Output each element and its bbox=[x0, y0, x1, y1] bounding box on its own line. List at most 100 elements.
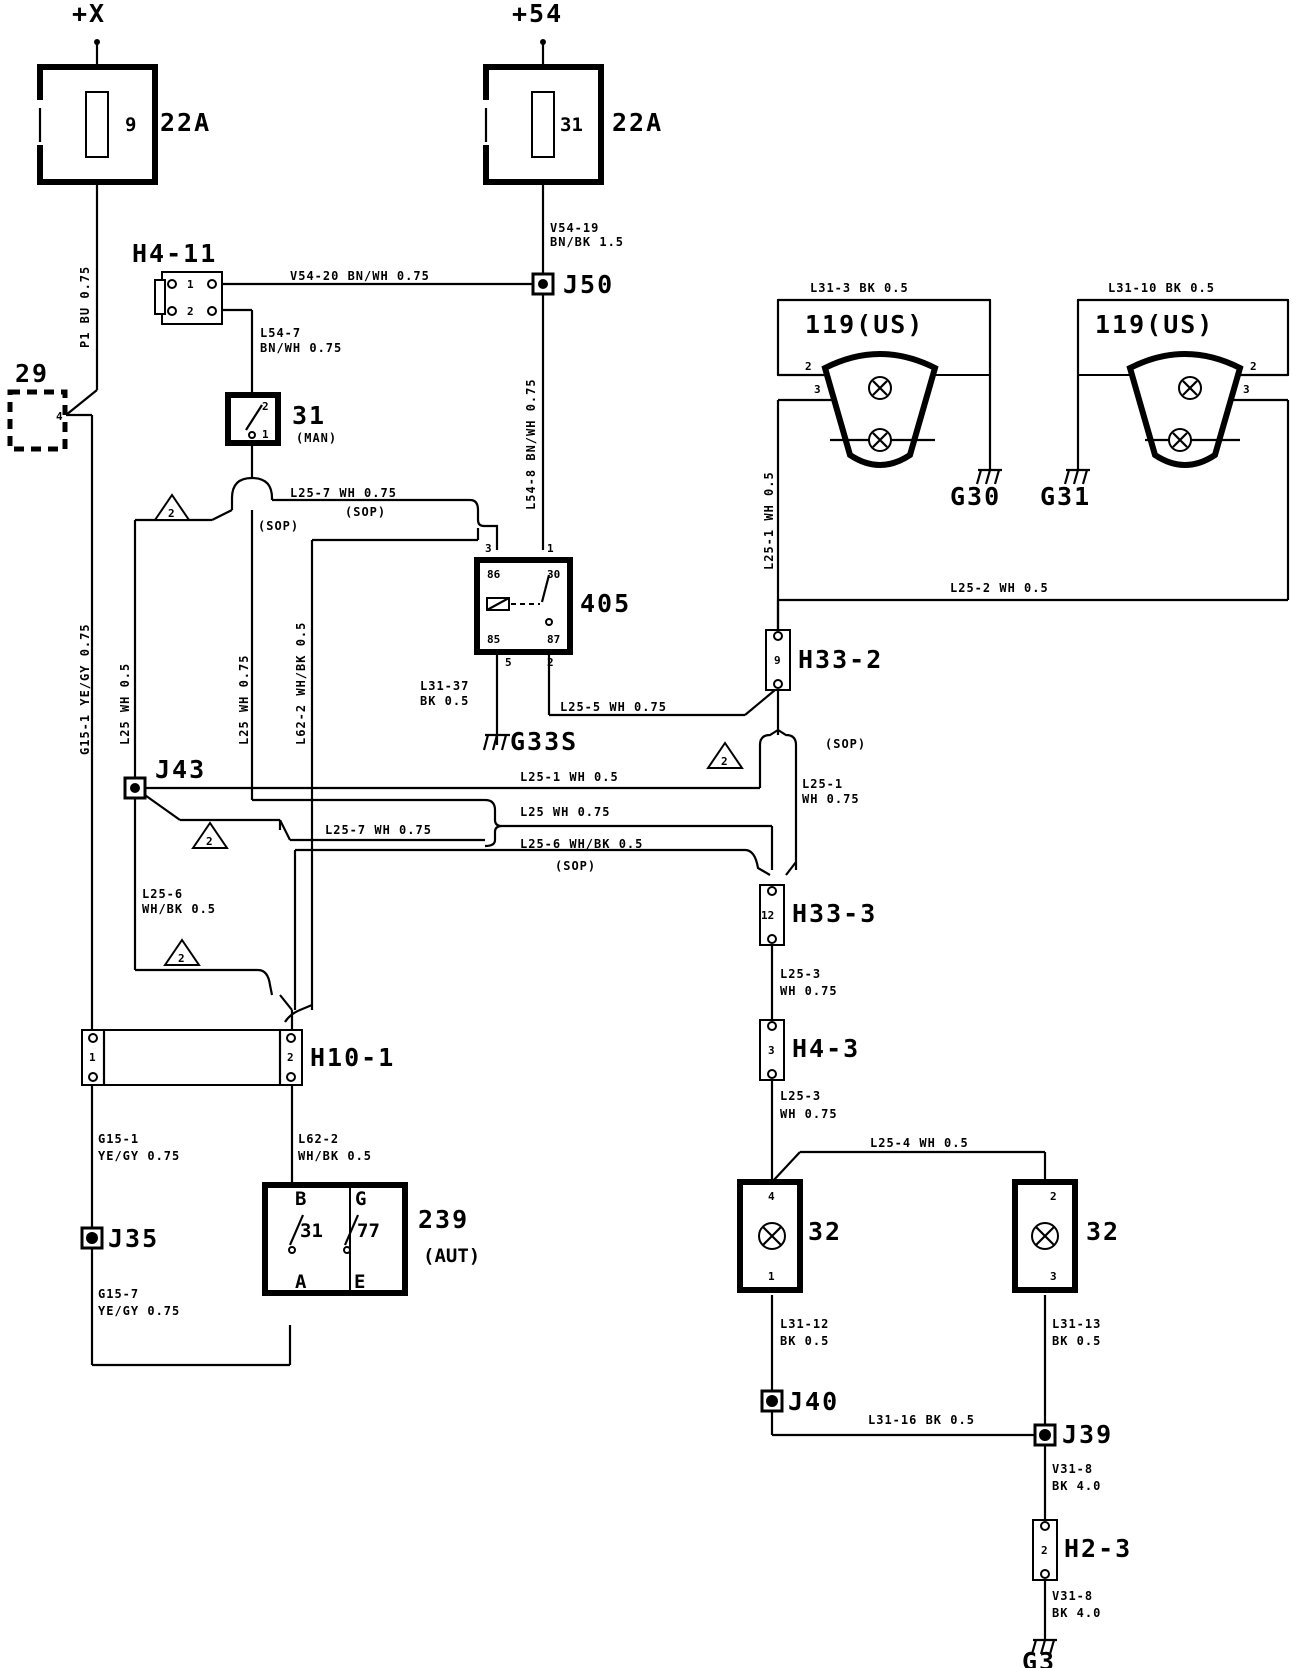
svg-text:L25-3: L25-3 bbox=[780, 1089, 821, 1103]
svg-text:32: 32 bbox=[1086, 1217, 1120, 1246]
svg-text:12: 12 bbox=[761, 909, 774, 922]
svg-text:BK 4.0: BK 4.0 bbox=[1052, 1479, 1101, 1493]
svg-text:YE/GY 0.75: YE/GY 0.75 bbox=[98, 1304, 180, 1318]
junction-j43: J43 bbox=[123, 755, 204, 800]
svg-text:29: 29 bbox=[15, 359, 49, 388]
svg-text:H4-3: H4-3 bbox=[792, 1034, 860, 1063]
fuse-31: 31 22A bbox=[482, 64, 661, 185]
ground-g3: G3 bbox=[1022, 1638, 1057, 1668]
svg-text:L31-16 BK 0.5: L31-16 BK 0.5 bbox=[868, 1413, 975, 1427]
svg-text:L25-6 WH/BK 0.5: L25-6 WH/BK 0.5 bbox=[520, 837, 643, 851]
svg-text:J50: J50 bbox=[563, 270, 614, 299]
svg-text:G30: G30 bbox=[950, 482, 1001, 511]
svg-text:2: 2 bbox=[547, 656, 554, 669]
ground-g30: G30 bbox=[950, 468, 1002, 511]
svg-text:2: 2 bbox=[206, 835, 213, 848]
lamp-119-right: 119(US) 2 3 bbox=[1077, 299, 1289, 468]
svg-text:B: B bbox=[295, 1188, 306, 1210]
svg-text:WH 0.75: WH 0.75 bbox=[802, 792, 860, 806]
ground-g33s: G33S bbox=[482, 727, 578, 756]
supply-plus-x: +X bbox=[72, 0, 106, 28]
svg-text:2: 2 bbox=[168, 507, 175, 520]
connector-h4-11: 1 2 H4-11 bbox=[132, 239, 223, 325]
svg-text:2: 2 bbox=[1050, 1190, 1057, 1203]
svg-text:L31-12: L31-12 bbox=[780, 1317, 829, 1331]
svg-text:G15-7: G15-7 bbox=[98, 1287, 139, 1301]
svg-text:405: 405 bbox=[580, 589, 631, 618]
warning-triangles: 2 2 2 2 bbox=[153, 493, 744, 966]
fuse-9-rating: 22A bbox=[160, 108, 211, 137]
svg-text:L25-3: L25-3 bbox=[780, 967, 821, 981]
svg-text:L25-1 WH 0.5: L25-1 WH 0.5 bbox=[762, 471, 776, 570]
svg-text:G15-1 YE/GY 0.75: G15-1 YE/GY 0.75 bbox=[78, 623, 92, 755]
svg-text:4: 4 bbox=[56, 410, 63, 423]
svg-text:239: 239 bbox=[418, 1205, 469, 1234]
svg-text:119(US): 119(US) bbox=[1095, 310, 1214, 339]
svg-text:L31-3 BK 0.5: L31-3 BK 0.5 bbox=[810, 281, 909, 295]
fuse-31-pin: 31 bbox=[560, 114, 583, 136]
lamp-32-right: 2 3 32 bbox=[1012, 1179, 1120, 1293]
svg-text:L25-5 WH 0.75: L25-5 WH 0.75 bbox=[560, 700, 667, 714]
svg-text:3: 3 bbox=[1243, 383, 1250, 396]
warning-triangle-2: 2 bbox=[191, 821, 229, 849]
svg-text:2: 2 bbox=[187, 305, 194, 318]
svg-text:87: 87 bbox=[547, 633, 560, 646]
svg-text:1: 1 bbox=[89, 1051, 96, 1064]
component-29: 29 4 bbox=[7, 359, 68, 452]
svg-text:V31-8: V31-8 bbox=[1052, 1462, 1093, 1476]
svg-text:J40: J40 bbox=[788, 1387, 839, 1416]
svg-text:V54-20 BN/WH 0.75: V54-20 BN/WH 0.75 bbox=[290, 269, 430, 283]
svg-text:2: 2 bbox=[287, 1051, 294, 1064]
svg-text:WH/BK 0.5: WH/BK 0.5 bbox=[298, 1149, 372, 1163]
svg-text:32: 32 bbox=[808, 1217, 842, 1246]
sop-label-4: (SOP) bbox=[555, 859, 596, 873]
svg-text:BN/BK 1.5: BN/BK 1.5 bbox=[550, 235, 624, 249]
svg-text:L25 WH 0.5: L25 WH 0.5 bbox=[118, 663, 132, 745]
wires bbox=[65, 42, 1290, 1640]
svg-text:WH/BK 0.5: WH/BK 0.5 bbox=[142, 902, 216, 916]
sop-label-3: (SOP) bbox=[825, 737, 866, 751]
supply-x-dot bbox=[94, 39, 100, 45]
junction-j35: J35 bbox=[80, 1224, 157, 1253]
svg-text:P1 BU 0.75: P1 BU 0.75 bbox=[78, 266, 92, 348]
svg-text:L25 WH 0.75: L25 WH 0.75 bbox=[237, 655, 251, 745]
svg-text:G31: G31 bbox=[1040, 482, 1091, 511]
svg-text:G33S: G33S bbox=[510, 727, 578, 756]
svg-text:H2-3: H2-3 bbox=[1064, 1534, 1132, 1563]
svg-text:31: 31 bbox=[300, 1220, 323, 1242]
junction-j40: J40 bbox=[760, 1387, 839, 1416]
lamp-119-left: 119(US) 2 3 bbox=[777, 299, 991, 468]
connector-h4-3: 3 H4-3 bbox=[759, 1019, 860, 1081]
junction-j50: J50 bbox=[531, 270, 614, 299]
svg-text:2: 2 bbox=[1041, 1544, 1048, 1557]
svg-text:5: 5 bbox=[505, 656, 512, 669]
svg-text:BK 0.5: BK 0.5 bbox=[780, 1334, 829, 1348]
svg-text:G15-1: G15-1 bbox=[98, 1132, 139, 1146]
fuse-9: 9 22A bbox=[36, 64, 211, 185]
svg-text:1: 1 bbox=[187, 278, 194, 291]
svg-text:L31-13: L31-13 bbox=[1052, 1317, 1101, 1331]
svg-text:H33-2: H33-2 bbox=[798, 645, 883, 674]
svg-text:L54-8 BN/WH 0.75: L54-8 BN/WH 0.75 bbox=[524, 378, 538, 510]
svg-text:85: 85 bbox=[487, 633, 500, 646]
svg-text:4: 4 bbox=[768, 1190, 775, 1203]
svg-text:YE/GY 0.75: YE/GY 0.75 bbox=[98, 1149, 180, 1163]
switch-239-aut: B G 31 77 A E 239 (AUT) bbox=[262, 1182, 480, 1296]
vertical-wire-labels: P1 BU 0.75 L54-8 BN/WH 0.75 G15-1 YE/GY … bbox=[78, 266, 776, 755]
svg-text:1: 1 bbox=[262, 428, 269, 441]
svg-text:(MAN): (MAN) bbox=[296, 431, 337, 445]
relay-405: 86 30 85 87 3 1 5 2 405 bbox=[474, 542, 631, 669]
lamp-32-left: 4 1 32 bbox=[737, 1179, 842, 1293]
svg-text:1: 1 bbox=[547, 542, 554, 555]
svg-text:WH 0.75: WH 0.75 bbox=[780, 984, 838, 998]
connector-h33-3: 12 H33-3 bbox=[759, 884, 875, 946]
svg-text:L54-7: L54-7 bbox=[260, 326, 301, 340]
svg-text:2: 2 bbox=[805, 360, 812, 373]
svg-text:77: 77 bbox=[357, 1220, 380, 1242]
svg-text:L25-6: L25-6 bbox=[142, 887, 183, 901]
ground-g31: G31 bbox=[1040, 468, 1091, 511]
svg-text:3: 3 bbox=[814, 383, 821, 396]
svg-text:G: G bbox=[355, 1188, 366, 1210]
svg-text:V31-8: V31-8 bbox=[1052, 1589, 1093, 1603]
